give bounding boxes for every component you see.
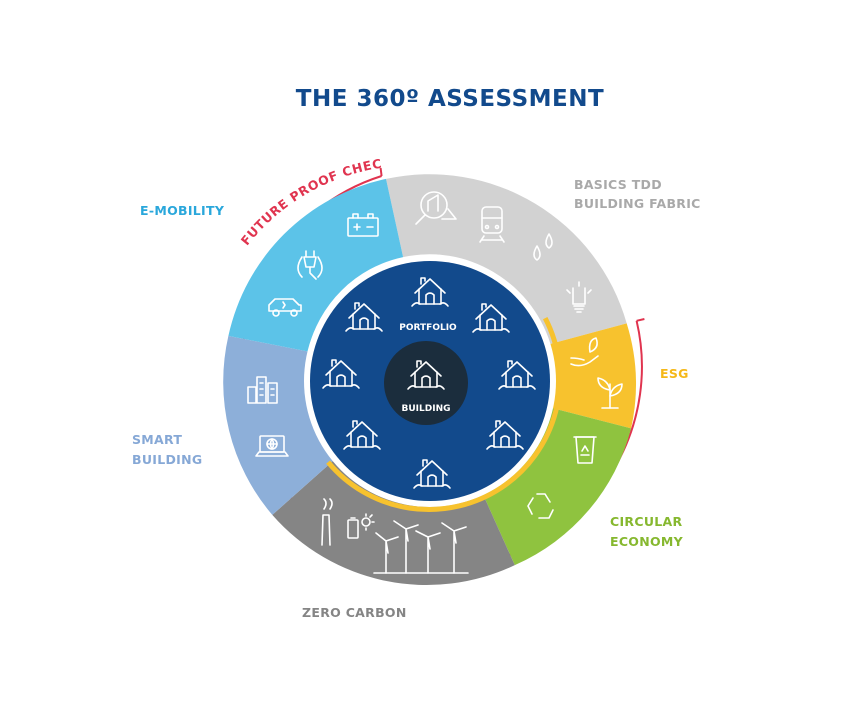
arc-tick-end: [636, 318, 645, 322]
esg-inner-arc: [326, 316, 563, 512]
page-title: THE 360º ASSESSMENT: [296, 86, 604, 112]
segment-label-emobility: E-MOBILITY: [140, 203, 225, 218]
battery-sun-icon: [347, 513, 375, 539]
water-drops-icon: [533, 233, 553, 261]
segment-esg[interactable]: [548, 323, 636, 429]
segment-label-basics: BASICS TDD BUILDING FABRIC: [574, 177, 701, 211]
segment-label-esg: ESG: [660, 366, 689, 381]
building-core[interactable]: [384, 341, 468, 425]
magnifier-building-icon: [415, 191, 457, 225]
factory-chimney-icon: [321, 498, 333, 546]
recycle-icon: [527, 493, 554, 519]
hand-leaf-icon: [570, 337, 599, 367]
segment-basics[interactable]: [386, 174, 627, 345]
train-icon: [479, 206, 505, 243]
ev-plug-icon: [297, 250, 323, 280]
portfolio-label: PORTFOLIO: [399, 323, 457, 333]
light-bulb-icon: [566, 281, 592, 313]
segment-label-smart: SMART BUILDING: [132, 432, 202, 467]
arc-tick-start: [379, 167, 383, 177]
segment-smart[interactable]: [223, 335, 335, 515]
building-label: BUILDING: [402, 404, 451, 414]
car-battery-icon: [347, 213, 379, 237]
segment-label-zero-carbon: ZERO CARBON: [302, 605, 407, 620]
segment-emobility[interactable]: [228, 178, 404, 352]
electric-car-icon: [268, 298, 302, 317]
plant-icon: [597, 377, 623, 409]
recycle-bin-icon: [573, 436, 597, 464]
segment-label-circular: CIRCULAR ECONOMY: [610, 514, 687, 549]
city-buildings-icon: [247, 376, 278, 404]
wind-turbines-icon: [373, 520, 469, 574]
laptop-globe-icon: [255, 435, 289, 457]
